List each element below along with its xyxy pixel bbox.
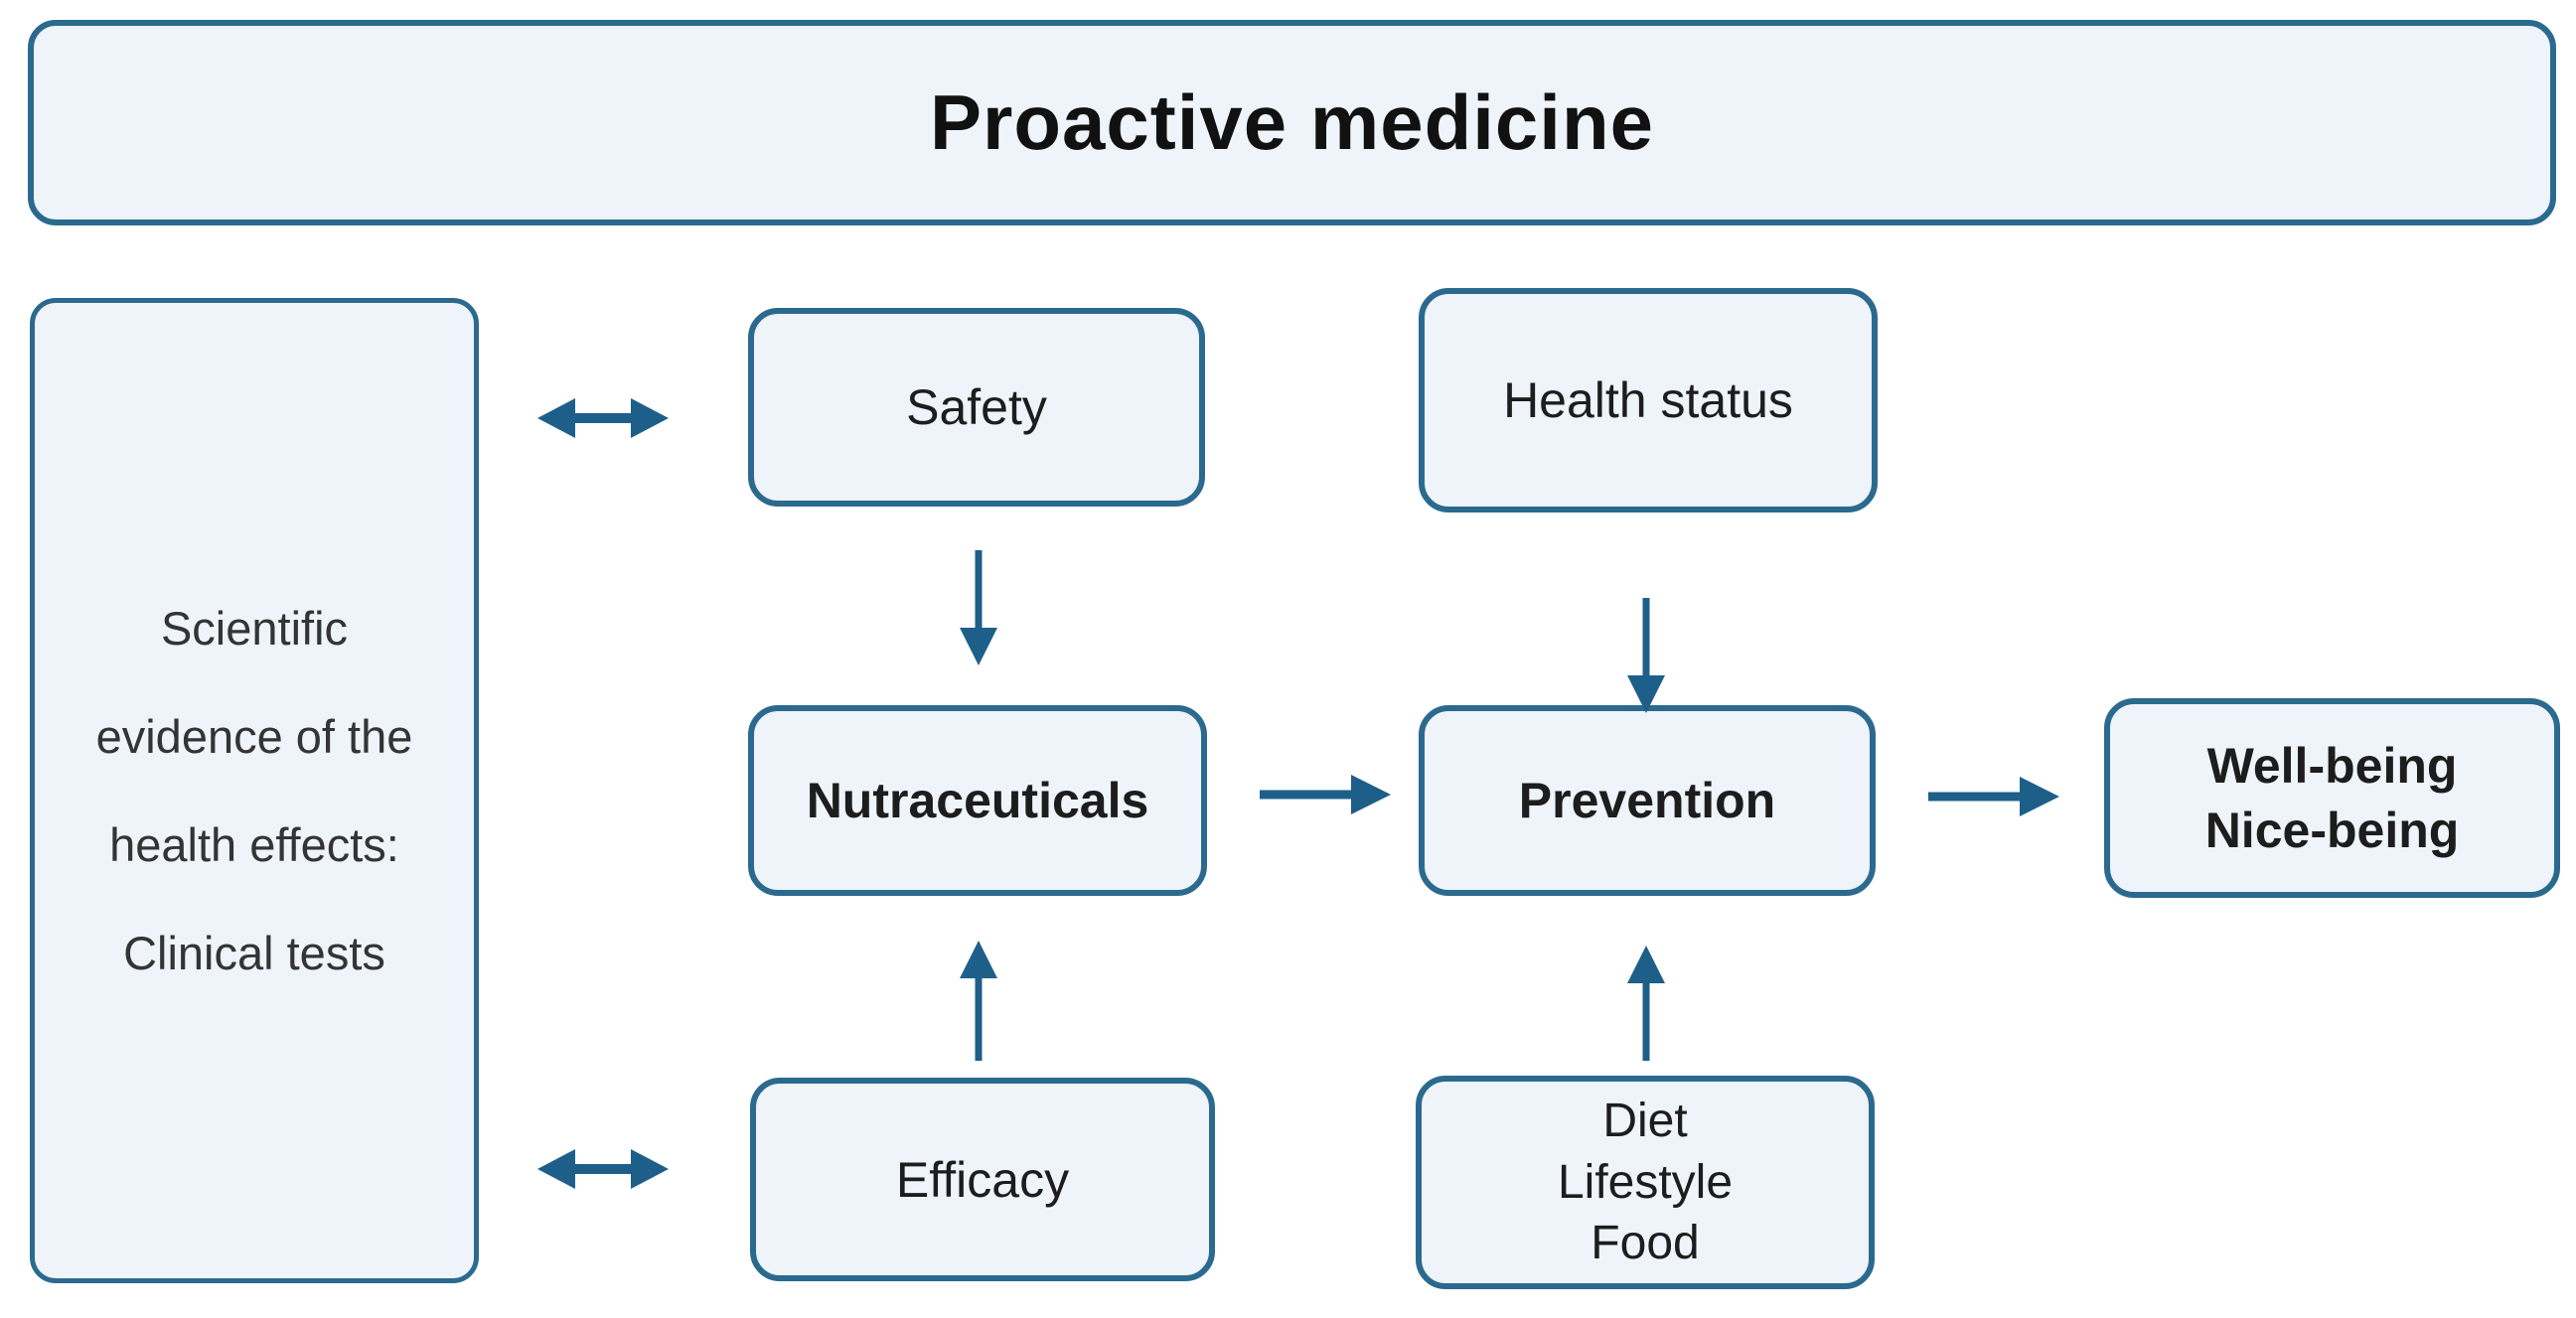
health-status-label: Health status [1503,372,1793,428]
box-scientific-evidence: Scientific evidence of the health effect… [30,298,479,1283]
well-being-line-2: Nice-being [2204,802,2460,858]
well-being-text: Well-being Nice-being [2205,734,2460,863]
box-well-being: Well-being Nice-being [2104,698,2560,898]
nutraceuticals-label: Nutraceuticals [806,773,1149,828]
arrow-efficacy-to-nutraceuticals [955,939,1002,1063]
arrow-nutraceuticals-to-prevention [1254,767,1393,822]
evidence-line-1: Scientific [160,601,349,655]
up-arrow-icon [1627,946,1665,1061]
diet-line-2: Lifestyle [1557,1155,1734,1209]
arrow-safety-to-nutraceuticals [955,548,1002,667]
arrow-evidence-efficacy [535,1139,671,1199]
title-banner: Proactive medicine [28,20,2556,225]
safety-label: Safety [906,379,1047,435]
box-health-status: Health status [1419,288,1878,513]
scientific-evidence-text: Scientific evidence of the health effect… [96,574,413,1007]
evidence-line-3: health effects: [109,818,399,871]
box-safety: Safety [748,308,1205,507]
diet-line-1: Diet [1602,1095,1688,1148]
box-nutraceuticals: Nutraceuticals [748,705,1207,896]
right-arrow-icon [1260,775,1391,814]
right-arrow-icon [1928,777,2059,816]
diet-lifestyle-food-text: Diet Lifestyle Food [1558,1091,1733,1273]
down-arrow-icon [1627,598,1665,713]
efficacy-label: Efficacy [895,1151,1070,1208]
prevention-label: Prevention [1518,773,1776,828]
box-prevention: Prevention [1419,705,1876,896]
double-headed-arrow-icon [537,1149,669,1189]
evidence-line-2: evidence of the [95,709,413,763]
diagram-title: Proactive medicine [930,78,1654,166]
well-being-line-1: Well-being [2206,737,2458,794]
evidence-line-4: Clinical tests [123,927,385,980]
up-arrow-icon [960,941,997,1061]
arrow-evidence-safety [535,388,671,448]
box-diet-lifestyle-food: Diet Lifestyle Food [1416,1076,1875,1289]
diet-line-3: Food [1591,1217,1700,1270]
box-efficacy: Efficacy [750,1078,1215,1281]
arrow-diet-to-prevention [1622,944,1670,1063]
arrow-health-status-to-prevention [1622,596,1670,715]
arrow-prevention-to-well-being [1922,769,2061,824]
down-arrow-icon [960,550,997,665]
double-headed-arrow-icon [537,398,669,438]
